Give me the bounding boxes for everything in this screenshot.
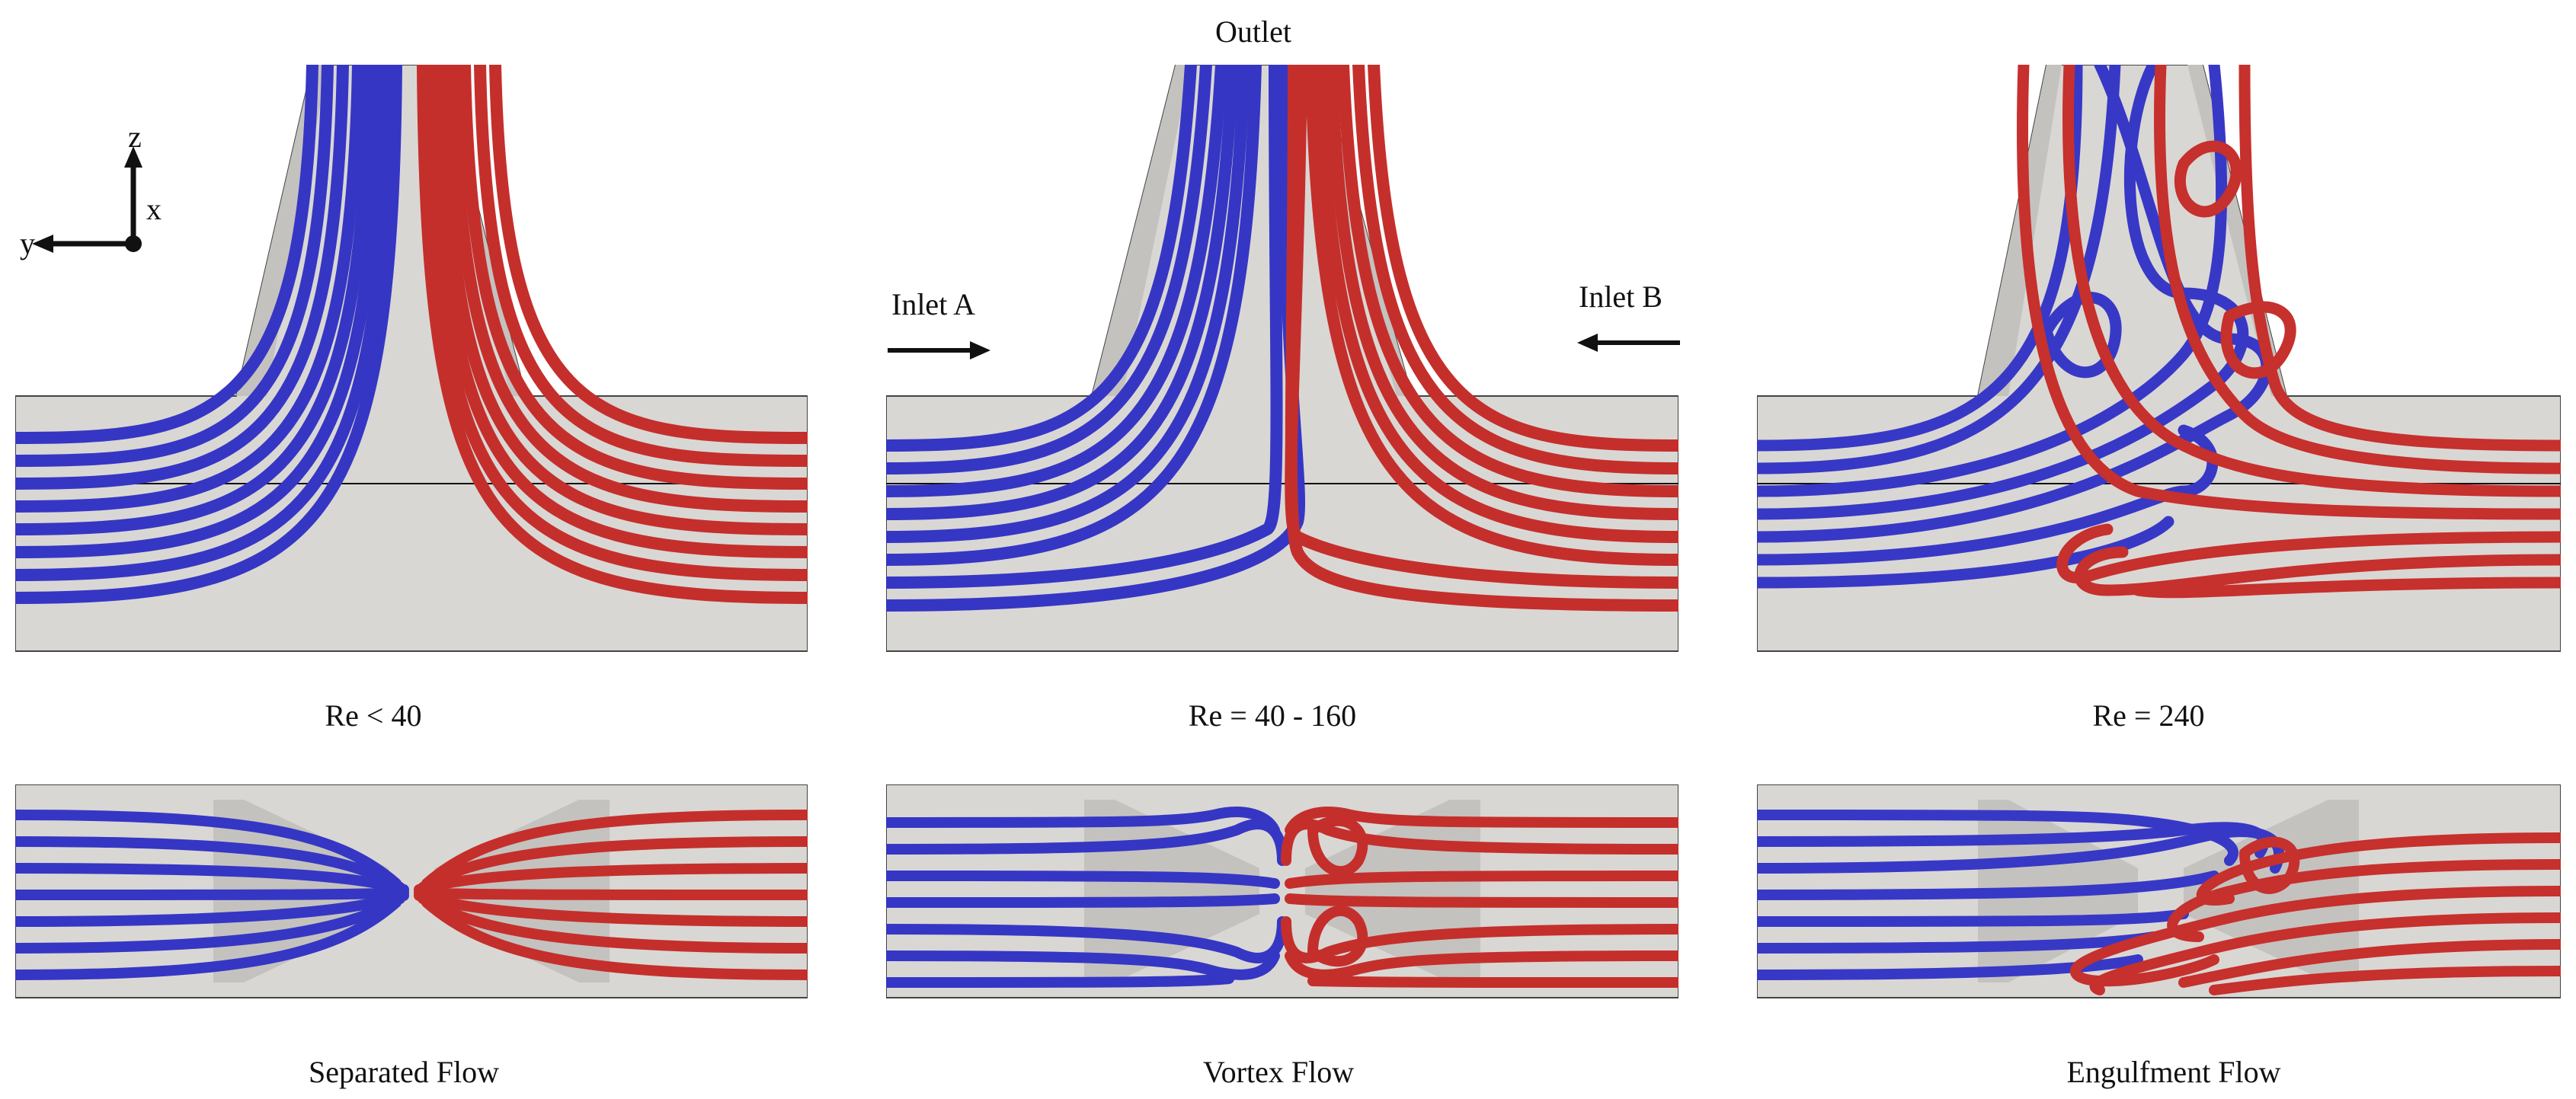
inlet-b-label: Inlet B xyxy=(1579,280,1662,314)
axis-y-label: y xyxy=(20,226,35,260)
regime-label-separated: Separated Flow xyxy=(309,1055,499,1089)
re-label-engulfment: Re = 240 xyxy=(2092,698,2205,733)
outlet-label: Outlet xyxy=(1215,14,1291,49)
side-view-engulfment xyxy=(1757,65,2561,652)
streamlines-inlet-b xyxy=(414,810,808,980)
streamlines-inlet-a xyxy=(15,65,402,604)
streamlines-inlet-a xyxy=(15,810,409,980)
top-view-separated xyxy=(15,784,808,998)
coordinate-axes: z x y xyxy=(15,122,190,274)
streamlines-inlet-b xyxy=(1281,807,1678,988)
axis-z-label: z xyxy=(128,120,142,154)
streamlines-inlet-b xyxy=(2017,65,2561,599)
streamlines-inlet-b xyxy=(1285,65,1678,612)
top-view-vortex xyxy=(886,784,1678,998)
side-view-separated xyxy=(15,65,808,652)
re-label-separated: Re < 40 xyxy=(325,698,422,733)
streamlines-inlet-a xyxy=(886,807,1288,988)
regime-label-vortex: Vortex Flow xyxy=(1202,1055,1355,1089)
axes-arrows-icon xyxy=(32,146,142,253)
side-view-vortex xyxy=(886,65,1678,652)
inlet-a-arrow xyxy=(888,341,990,359)
regime-label-engulfment: Engulfment Flow xyxy=(2066,1055,2281,1089)
streamlines-inlet-b xyxy=(2069,832,2561,995)
inlet-a-label: Inlet A xyxy=(891,287,975,321)
top-view-engulfment xyxy=(1757,784,2561,998)
axis-x-label: x xyxy=(146,192,162,226)
inlet-b-arrow xyxy=(1577,334,1680,352)
channel-geometry xyxy=(886,784,1678,998)
streamlines-inlet-b xyxy=(417,65,808,604)
re-label-vortex: Re = 40 - 160 xyxy=(1188,698,1357,733)
